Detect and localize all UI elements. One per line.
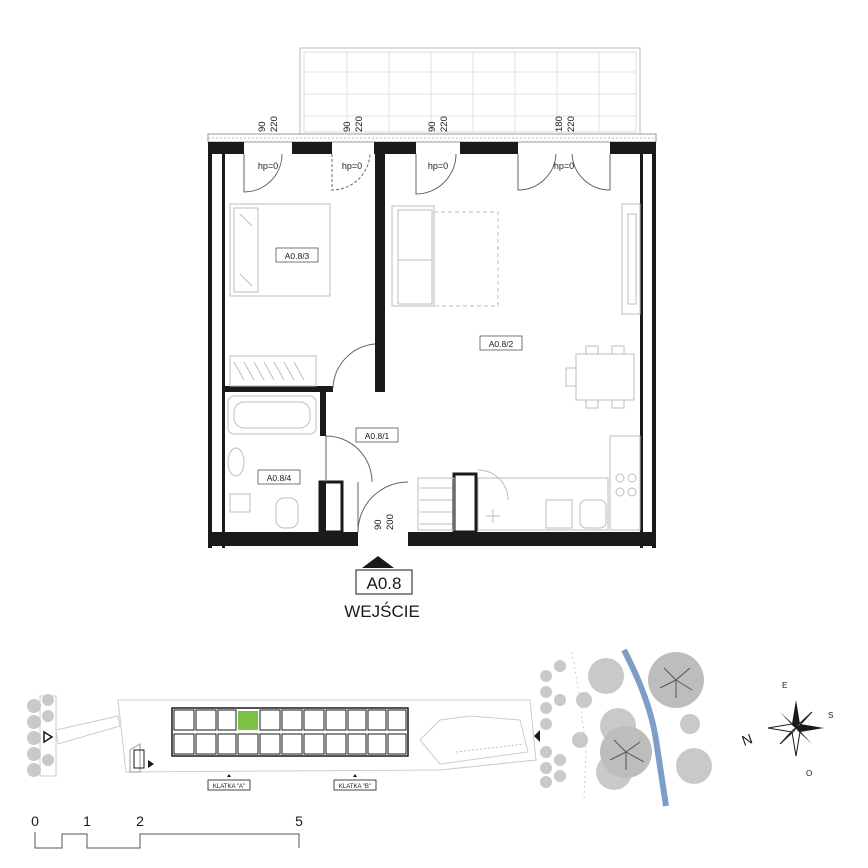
trees-left	[27, 694, 54, 777]
room-label-bathroom: A0.8/4	[267, 473, 292, 483]
compass-west: O	[806, 769, 812, 778]
opening-1-threshold: hp=0	[258, 161, 278, 171]
scale-tick-5: 5	[295, 813, 303, 829]
entrance-arrow-icon	[362, 556, 394, 568]
opening-4-height: 220	[566, 116, 577, 132]
facade-strip	[207, 133, 657, 143]
site-building	[171, 707, 409, 757]
balcony	[299, 47, 641, 135]
apartment-highlight	[238, 711, 258, 730]
entrance-label: WEJŚCIE	[344, 602, 420, 621]
site-entry-left-icon	[43, 730, 54, 744]
furniture	[227, 203, 641, 531]
opening-3-height: 220	[439, 116, 450, 132]
opening-4-threshold: hp=0	[554, 161, 574, 171]
site-plan: KLATKA "A" KLATKA "B"	[27, 648, 712, 807]
apartment-code: A0.8	[367, 574, 402, 593]
room-labels: A0.8/3 A0.8/2 A0.8/1 A0.8/4	[257, 247, 523, 485]
opening-1-width: 90	[257, 121, 268, 132]
entrance-door-width: 90	[373, 519, 384, 530]
scale-tick-0: 0	[31, 813, 39, 829]
opening-2-threshold: hp=0	[342, 161, 362, 171]
compass-south: S	[828, 711, 833, 720]
scale-bar: 0 1 2 5	[31, 813, 303, 849]
river	[621, 648, 669, 807]
compass-north: N	[740, 730, 755, 748]
room-label-living: A0.8/2	[489, 339, 514, 349]
opening-3-width: 90	[427, 121, 438, 132]
site-entry-right-icon	[534, 730, 540, 742]
walls	[208, 142, 656, 548]
opening-1-height: 220	[269, 116, 280, 132]
opening-dimensions: 90 220 90 220 90 220 180 220 hp=0 hp=0 h…	[257, 116, 577, 530]
entrance-marker: A0.8 WEJŚCIE	[344, 556, 420, 621]
compass-east: E	[782, 681, 787, 690]
entrance-door-height: 200	[385, 514, 396, 530]
room-label-hall: A0.8/1	[365, 431, 390, 441]
scale-tick-1: 1	[83, 813, 91, 829]
room-label-bedroom: A0.8/3	[285, 251, 310, 261]
stairwell-a-label: KLATKA "A"	[213, 784, 245, 790]
opening-3-threshold: hp=0	[428, 161, 448, 171]
stairwell-b-label: KLATKA "B"	[339, 784, 371, 790]
compass-icon: N E S O	[740, 681, 834, 778]
stairwell-labels: KLATKA "A" KLATKA "B"	[207, 774, 377, 791]
opening-2-width: 90	[342, 121, 353, 132]
door-swings	[243, 153, 611, 533]
opening-2-height: 220	[354, 116, 365, 132]
scale-tick-2: 2	[136, 813, 144, 829]
opening-4-width: 180	[554, 116, 565, 132]
